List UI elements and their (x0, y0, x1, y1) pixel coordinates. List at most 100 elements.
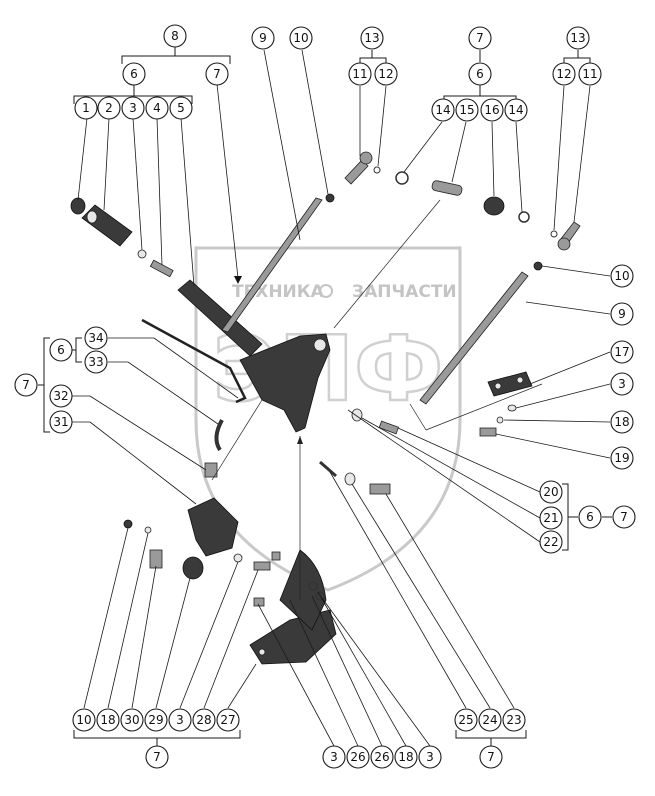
assembly-axis-d (409, 403, 427, 431)
callout-13: 13 (360, 26, 384, 50)
svg-text:21: 21 (543, 511, 558, 525)
callout-18: 18 (96, 708, 120, 732)
callout-3: 3 (168, 708, 192, 732)
callout-28: 28 (192, 708, 216, 732)
part-21-washer (351, 408, 363, 422)
svg-text:7: 7 (476, 31, 484, 45)
callout-6: 6 (468, 62, 492, 86)
part-9-rod (221, 197, 323, 333)
callout-20: 20 (539, 480, 563, 504)
callout-26: 26 (370, 745, 394, 769)
part-4-spring (149, 259, 174, 278)
part-1-cap (70, 197, 86, 215)
svg-text:7: 7 (487, 750, 495, 764)
callout-4: 4 (145, 96, 169, 120)
svg-text:14: 14 (508, 103, 523, 117)
svg-text:1: 1 (82, 101, 90, 115)
svg-text:13: 13 (570, 31, 585, 45)
axis-arrow-icon (297, 436, 303, 444)
svg-text:28: 28 (196, 713, 211, 727)
part-10-nut (325, 193, 335, 203)
svg-text:6: 6 (586, 510, 594, 524)
callout-9: 9 (610, 302, 634, 326)
svg-text:4: 4 (153, 101, 161, 115)
svg-text:10: 10 (293, 31, 308, 45)
callout-14: 14 (504, 98, 528, 122)
callout-10: 10 (72, 708, 96, 732)
callout-5: 5 (169, 96, 193, 120)
part-10-nut-c (123, 519, 133, 529)
svg-text:26: 26 (350, 750, 365, 764)
svg-text:3: 3 (330, 750, 338, 764)
part-2-sleeve (81, 204, 133, 247)
callout-22: 22 (539, 530, 563, 554)
part-34-rod (141, 318, 247, 404)
callout-12: 12 (374, 62, 398, 86)
svg-text:17: 17 (614, 345, 629, 359)
callout-30: 30 (120, 708, 144, 732)
svg-text:11: 11 (582, 67, 597, 81)
part-ring-small-b (308, 581, 318, 591)
svg-text:33: 33 (88, 355, 103, 369)
callouts: 8 6 7 1 2 3 4 5 9 10 13 11 12 7 6 14 15 … (14, 24, 636, 769)
svg-text:20: 20 (543, 485, 558, 499)
part-3-washer-c (233, 553, 243, 563)
part-29-roller (182, 556, 204, 580)
watermark: ТЕХНИКА ЗАПЧАСТИ ЭПФ (194, 246, 462, 592)
callout-11: 11 (348, 62, 372, 86)
svg-text:29: 29 (148, 713, 163, 727)
svg-text:18: 18 (398, 750, 413, 764)
part-31-bracket (187, 497, 239, 557)
part-19-bolt (479, 427, 497, 437)
callout-6: 6 (49, 338, 73, 362)
callout-3: 3 (610, 372, 634, 396)
part-12-clip-b (550, 230, 558, 238)
svg-text:25: 25 (458, 713, 473, 727)
callout-11: 11 (578, 62, 602, 86)
part-3-washer (137, 249, 147, 259)
part-10-nut-b (533, 261, 543, 271)
svg-text:3: 3 (129, 101, 137, 115)
callout-10: 10 (610, 264, 634, 288)
part-20-bolt (378, 420, 399, 435)
callout-9: 9 (251, 26, 275, 50)
svg-text:32: 32 (53, 389, 68, 403)
svg-text:22: 22 (543, 535, 558, 549)
svg-text:3: 3 (176, 713, 184, 727)
callout-21: 21 (539, 506, 563, 530)
svg-text:7: 7 (22, 378, 30, 392)
part-2-bore (86, 210, 98, 224)
svg-text:6: 6 (476, 67, 484, 81)
leaders (38, 46, 612, 747)
svg-text:9: 9 (618, 307, 626, 321)
part-32-bushing (204, 462, 218, 478)
callout-34: 34 (84, 326, 108, 350)
svg-text:6: 6 (130, 67, 138, 81)
svg-text:16: 16 (484, 103, 499, 117)
svg-text:18: 18 (100, 713, 115, 727)
part-bolt-small-b (271, 551, 281, 561)
svg-text:31: 31 (53, 415, 68, 429)
parts (70, 151, 581, 665)
svg-text:15: 15 (459, 103, 474, 117)
callout-29: 29 (144, 708, 168, 732)
callout-7: 7 (145, 745, 169, 769)
callout-27: 27 (216, 708, 240, 732)
svg-text:24: 24 (482, 713, 497, 727)
svg-text:14: 14 (435, 103, 450, 117)
callout-8: 8 (163, 24, 187, 48)
watermark-gear-icon (319, 284, 333, 298)
svg-text:18: 18 (614, 415, 629, 429)
part-15-pin (431, 180, 463, 196)
part-28-bolt (253, 561, 271, 571)
callout-32: 32 (49, 384, 73, 408)
callout-3: 3 (418, 745, 442, 769)
callout-3: 3 (121, 96, 145, 120)
part-30-switch (149, 549, 163, 569)
svg-text:8: 8 (171, 29, 179, 43)
svg-text:13: 13 (364, 31, 379, 45)
part-11-ball-b (557, 237, 571, 251)
callout-33: 33 (84, 350, 108, 374)
svg-text:12: 12 (378, 67, 393, 81)
